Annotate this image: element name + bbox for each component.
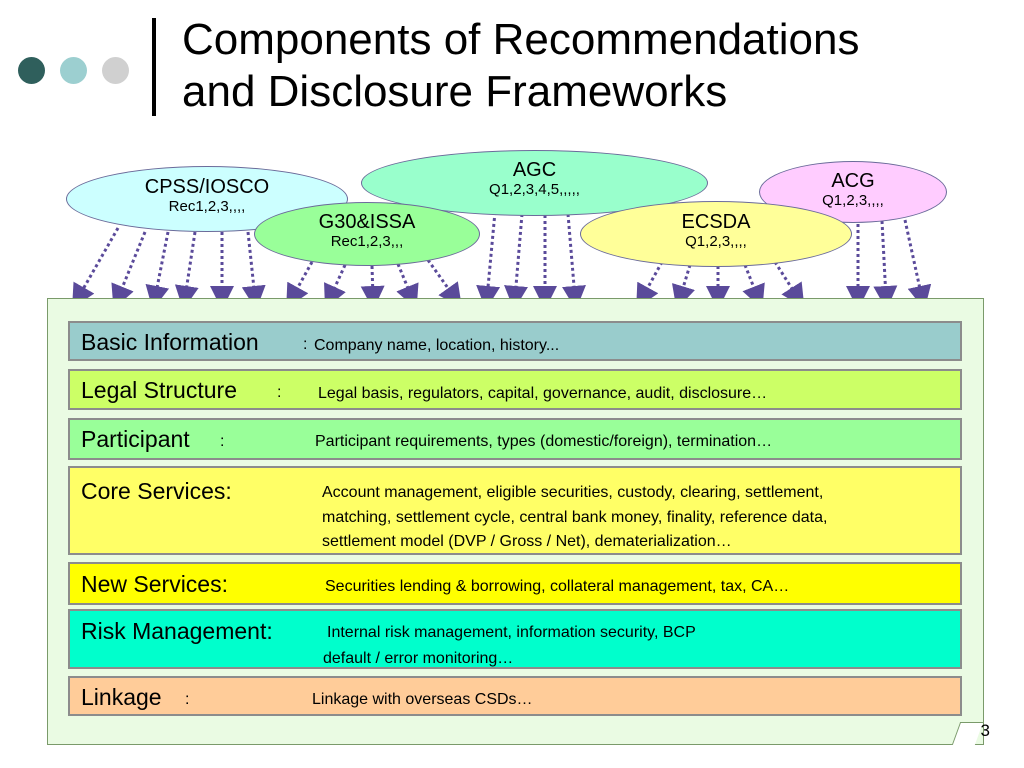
- oval-g30-issa-name: G30&ISSA: [318, 211, 416, 233]
- component-detail-line: matching, settlement cycle, central bank…: [322, 509, 828, 526]
- arrow-cpss-iosco-1: [72, 227, 120, 309]
- title-line-2: and Disclosure Frameworks: [182, 67, 728, 116]
- component-detail: Participant requirements, types (domesti…: [315, 433, 773, 450]
- component-core-services: Core Services: Account management, eligi…: [68, 466, 962, 555]
- arrow-agc-4: [562, 213, 586, 310]
- component-basic-information: Basic Information : Company name, locati…: [68, 321, 962, 361]
- arrow-g30-issa-5: [426, 259, 462, 308]
- component-heading: Risk Management:: [81, 618, 273, 644]
- title-divider: [152, 18, 156, 116]
- component-heading: Participant: [81, 426, 190, 452]
- component-detail: Company name, location, history...: [314, 337, 560, 354]
- arrow-ecsda-5: [773, 261, 805, 309]
- component-detail-line: settlement model (DVP / Gross / Net), de…: [322, 533, 732, 550]
- page-number: 3: [980, 721, 990, 740]
- component-separator: :: [303, 336, 308, 353]
- oval-cpss-iosco-items: Rec1,2,3,,,,: [168, 198, 246, 215]
- arrow-cpss-iosco-2: [111, 231, 147, 310]
- component-separator: :: [185, 691, 190, 708]
- component-separator: :: [277, 384, 282, 401]
- arrow-agc-2: [504, 213, 528, 310]
- oval-g30-issa-items: Rec1,2,3,,,: [330, 233, 404, 250]
- decor-dot-1: [18, 57, 45, 84]
- oval-ecsda-name: ECSDA: [681, 211, 751, 233]
- component-detail: Securities lending & borrowing, collater…: [325, 578, 790, 595]
- component-legal-structure: Legal Structure : Legal basis, regulator…: [68, 369, 962, 410]
- oval-ecsda-items: Q1,2,3,,,,: [685, 233, 747, 250]
- component-detail: Linkage with overseas CSDs…: [312, 691, 533, 708]
- arrow-g30-issa-2: [324, 264, 347, 309]
- component-heading: Linkage: [81, 684, 162, 710]
- oval-acg-items: Q1,2,3,,,,: [822, 192, 884, 209]
- arrow-ecsda-1: [636, 261, 664, 309]
- component-detail-line: Account management, eligible securities,…: [322, 484, 824, 501]
- component-separator: :: [220, 433, 225, 450]
- component-heading: Core Services:: [81, 478, 232, 504]
- arrow-g30-issa-3: [360, 265, 385, 310]
- arrow-cpss-iosco-6: [241, 231, 266, 310]
- oval-agc-name: AGC: [512, 159, 557, 181]
- component-heading: Legal Structure: [81, 377, 237, 403]
- arrow-ecsda-4: [742, 264, 765, 310]
- arrow-g30-issa-4: [396, 263, 419, 310]
- component-heading: Basic Information: [81, 329, 259, 355]
- decor-dot-2: [60, 57, 87, 84]
- component-detail-line: Internal risk management, information se…: [327, 624, 696, 641]
- page-title: Components of Recommendations and Disclo…: [182, 14, 1012, 118]
- decor-dot-3: [102, 57, 129, 84]
- title-line-1: Components of Recommendations: [182, 15, 860, 64]
- oval-agc-items: Q1,2,3,4,5,,,,,: [489, 181, 580, 198]
- component-detail-line: default / error monitoring…: [323, 650, 514, 667]
- oval-cpss-iosco: CPSS/IOSCO Rec1,2,3,,,,: [66, 166, 348, 232]
- component-linkage: Linkage : Linkage with overseas CSDs…: [68, 676, 962, 716]
- arrow-cpss-iosco-4: [174, 231, 199, 310]
- component-new-services: New Services: Securities lending & borro…: [68, 562, 962, 605]
- oval-g30-issa: G30&ISSA Rec1,2,3,,,: [254, 202, 480, 266]
- oval-ecsda: ECSDA Q1,2,3,,,,: [580, 201, 852, 267]
- arrow-cpss-iosco-3: [145, 231, 170, 310]
- arrow-g30-issa-1: [286, 261, 314, 309]
- arrow-agc-1: [476, 211, 501, 310]
- arrow-ecsda-2: [671, 264, 695, 310]
- arrow-acg-2: [873, 220, 898, 310]
- component-risk-management: Risk Management: Internal risk managemen…: [68, 609, 962, 669]
- arrow-acg-3: [903, 219, 932, 310]
- component-heading: New Services:: [81, 571, 228, 597]
- component-detail: Legal basis, regulators, capital, govern…: [318, 385, 768, 402]
- oval-cpss-iosco-name: CPSS/IOSCO: [144, 176, 270, 198]
- oval-acg-name: ACG: [831, 170, 875, 192]
- component-participant: Participant : Participant requirements, …: [68, 418, 962, 460]
